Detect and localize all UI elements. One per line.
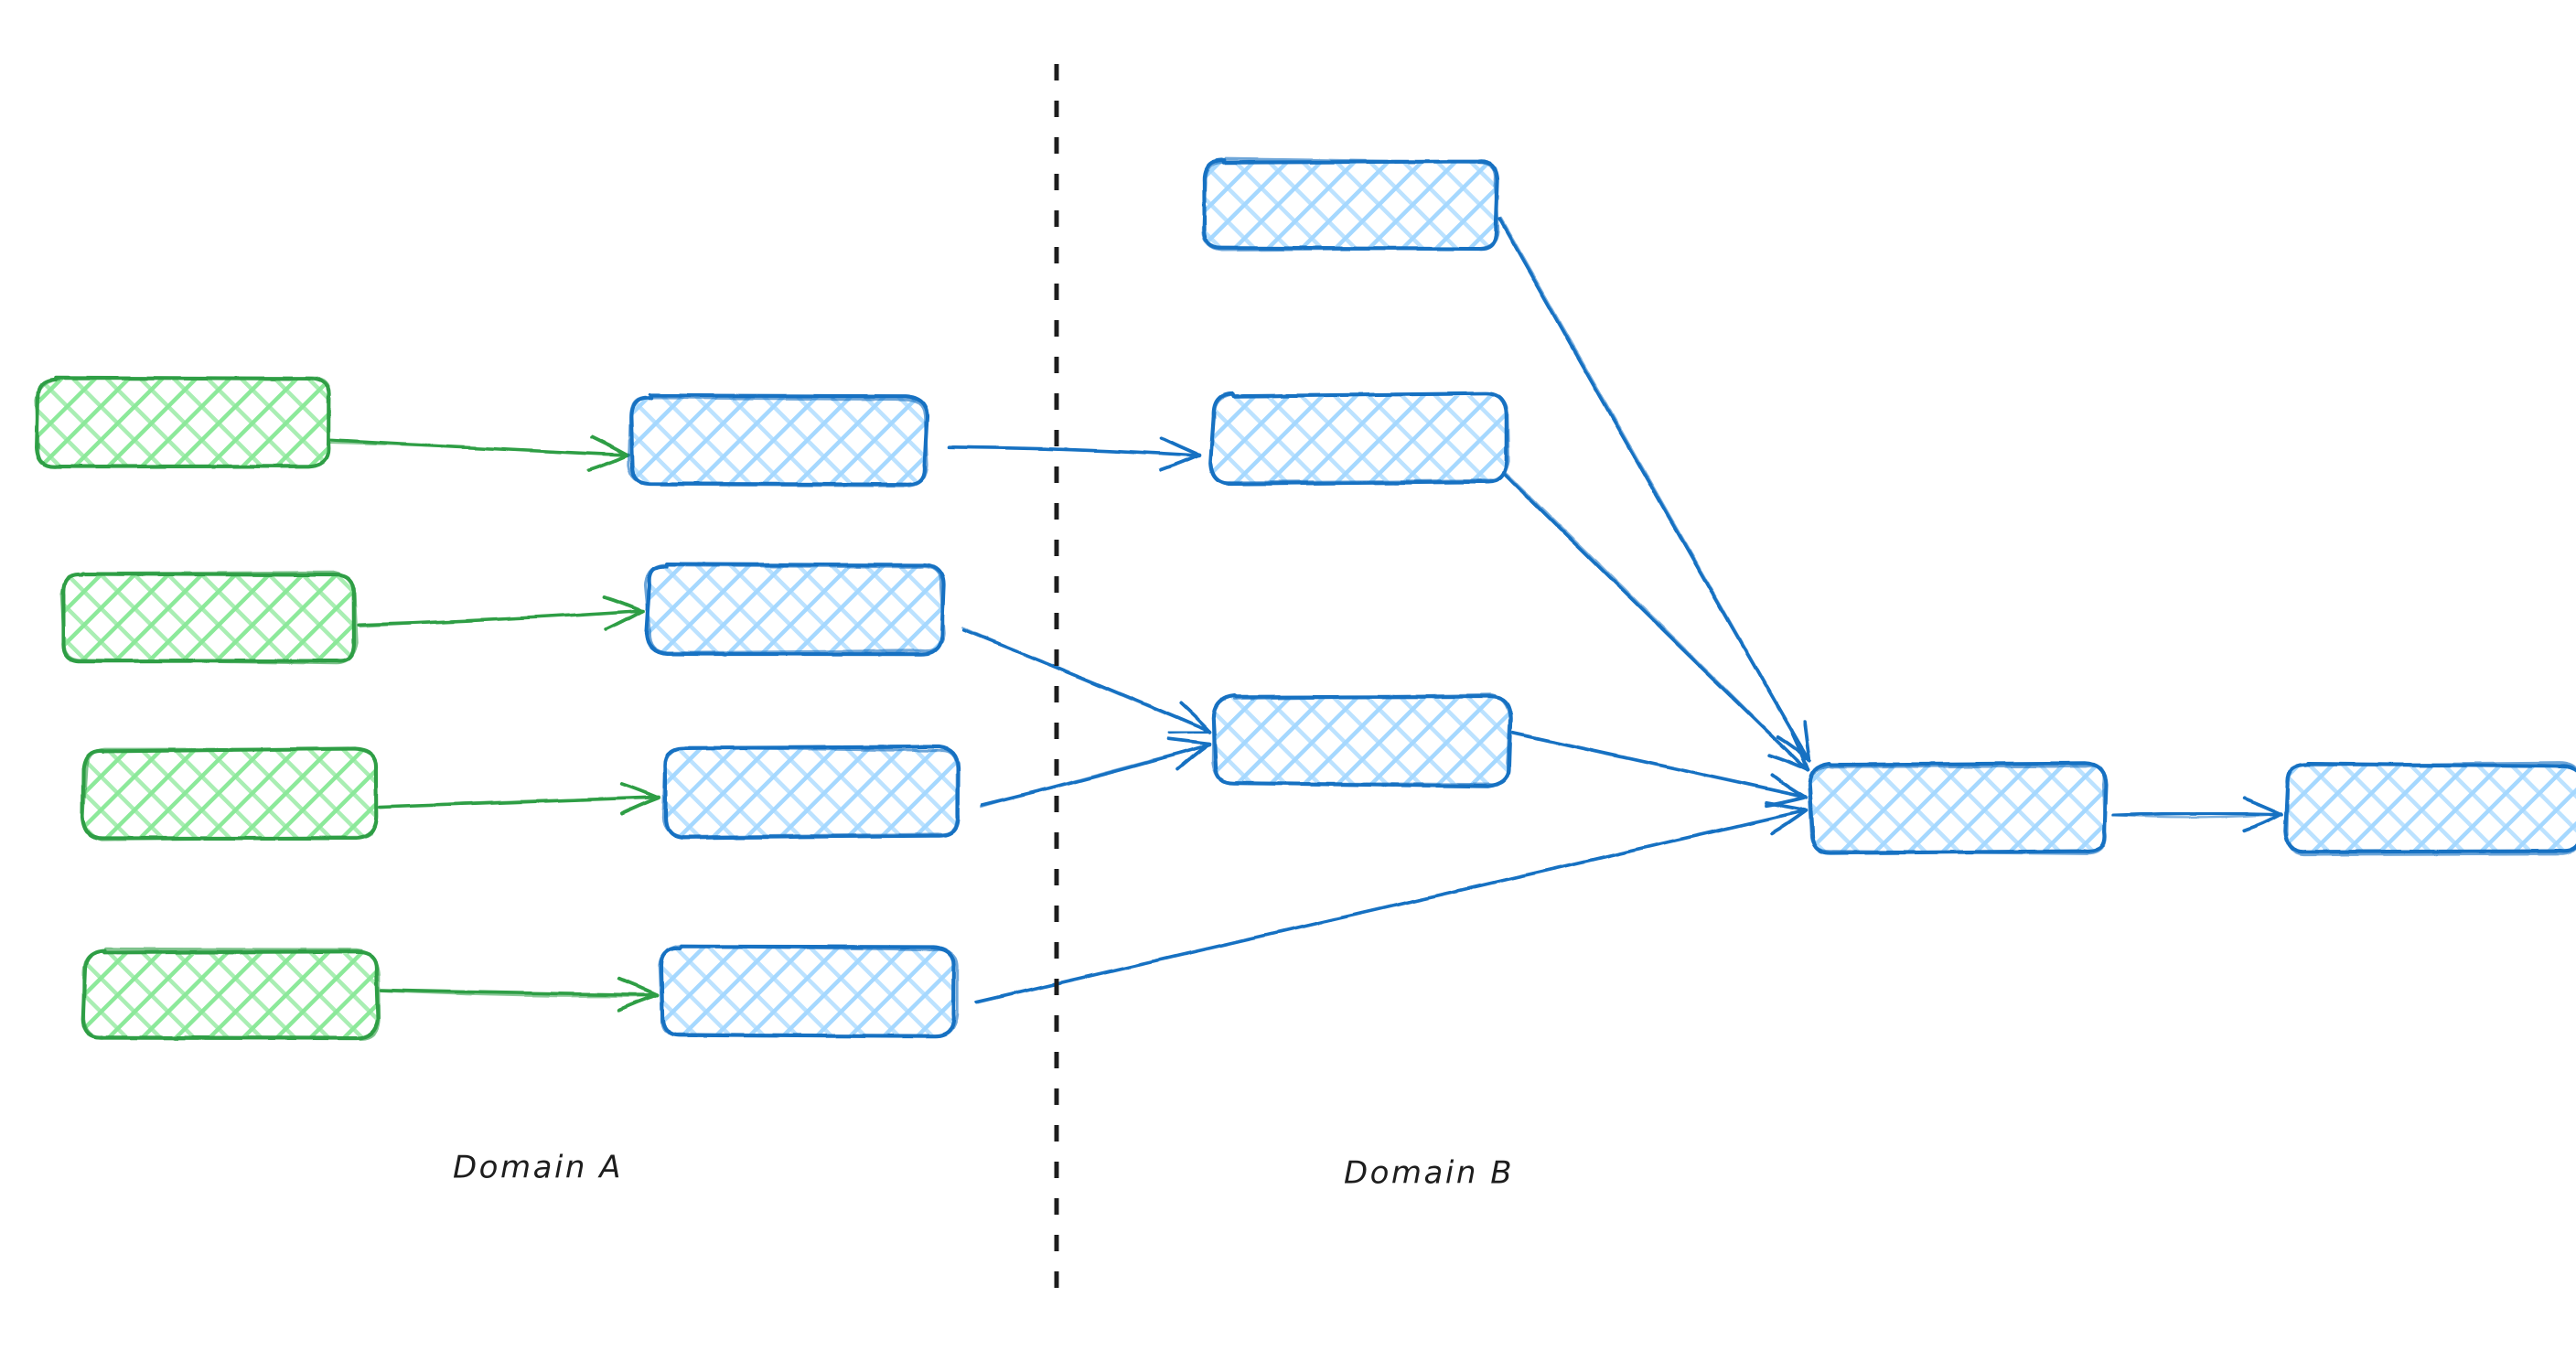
node-fill bbox=[61, 573, 356, 663]
edge-arrowhead bbox=[1159, 436, 1201, 457]
edge-b4-d1[interactable] bbox=[974, 801, 1809, 1004]
node-d1[interactable] bbox=[1807, 761, 2109, 855]
edge-b1-c2[interactable] bbox=[947, 436, 1201, 472]
node-outline bbox=[658, 945, 960, 1039]
edge-c3-d1[interactable] bbox=[1508, 731, 1809, 808]
edge-arrowhead bbox=[1770, 773, 1809, 800]
edge-c2-d1[interactable] bbox=[1498, 466, 1810, 772]
edge-arrowhead bbox=[589, 435, 629, 457]
node-fill bbox=[83, 950, 378, 1040]
node-fill bbox=[660, 947, 956, 1035]
node-e1[interactable] bbox=[2283, 761, 2576, 857]
node-fill bbox=[1202, 160, 1497, 249]
edge-d1-e1[interactable] bbox=[2111, 796, 2284, 832]
edge-arrowhead bbox=[2241, 811, 2283, 832]
node-outline bbox=[2285, 761, 2576, 857]
edge-arrowhead bbox=[1178, 702, 1212, 734]
edge-line bbox=[979, 744, 1211, 809]
node-outline bbox=[643, 563, 946, 655]
edge-line bbox=[359, 609, 644, 628]
node-outline bbox=[1807, 764, 2108, 855]
edge-line bbox=[961, 627, 1210, 734]
node-fill bbox=[1810, 764, 2106, 852]
edge-line bbox=[977, 809, 1807, 1004]
edge-arrowhead bbox=[1158, 453, 1201, 472]
edge-line bbox=[2113, 813, 2282, 819]
edge-arrowhead bbox=[617, 977, 659, 997]
edge-arrowhead bbox=[617, 993, 659, 1012]
edge-arrowhead bbox=[603, 595, 644, 613]
edge-a2-b2[interactable] bbox=[357, 595, 645, 631]
edge-a4-b4[interactable] bbox=[379, 977, 659, 1012]
edge-arrowhead bbox=[1790, 732, 1810, 772]
node-fill bbox=[83, 749, 378, 839]
node-outline bbox=[1201, 157, 1500, 252]
labels-layer: Domain A Domain B bbox=[453, 1150, 1514, 1192]
edge-arrowhead bbox=[1764, 795, 1808, 808]
node-outline bbox=[1209, 392, 1510, 485]
node-b4[interactable] bbox=[658, 944, 960, 1039]
edge-c1-d1[interactable] bbox=[1497, 217, 1811, 763]
edge-line bbox=[1499, 217, 1811, 763]
edge-line bbox=[328, 442, 630, 456]
edge-line bbox=[379, 797, 661, 809]
edge-arrowhead bbox=[1767, 753, 1810, 772]
edge-line bbox=[949, 445, 1201, 458]
domain-b-label: Domain B bbox=[1344, 1155, 1514, 1192]
node-fill bbox=[630, 396, 926, 486]
node-c2[interactable] bbox=[1208, 391, 1510, 487]
nodes-layer bbox=[34, 157, 2576, 1041]
edges-layer bbox=[328, 217, 2284, 1012]
edge-line bbox=[1508, 732, 1807, 799]
edge-arrowhead bbox=[1168, 730, 1212, 734]
node-outline bbox=[1211, 693, 1511, 787]
node-a4[interactable] bbox=[80, 947, 381, 1041]
domain-a-label: Domain A bbox=[453, 1150, 623, 1186]
node-fill bbox=[663, 747, 960, 837]
node-b3[interactable] bbox=[661, 745, 961, 840]
edge-line bbox=[1499, 466, 1809, 771]
edge-line bbox=[380, 990, 659, 998]
node-fill bbox=[647, 564, 943, 654]
edge-arrowhead bbox=[587, 454, 629, 472]
node-outline bbox=[81, 947, 381, 1041]
node-b2[interactable] bbox=[643, 562, 946, 657]
edge-arrowhead bbox=[1175, 742, 1211, 772]
edge-arrowhead bbox=[619, 782, 660, 800]
node-a1[interactable] bbox=[34, 375, 331, 469]
node-fill bbox=[37, 378, 330, 467]
node-fill bbox=[2286, 764, 2576, 853]
edge-line bbox=[2111, 811, 2284, 818]
edge-a3-b3[interactable] bbox=[378, 782, 661, 816]
node-outline bbox=[59, 571, 359, 665]
node-outline bbox=[644, 562, 946, 657]
edge-a1-b1[interactable] bbox=[328, 435, 630, 472]
edge-arrowhead bbox=[604, 608, 644, 631]
edge-arrowhead bbox=[1776, 735, 1811, 763]
node-fill bbox=[1214, 696, 1510, 785]
node-fill bbox=[1212, 394, 1508, 484]
edge-arrowhead bbox=[2242, 796, 2283, 817]
node-c3[interactable] bbox=[1211, 693, 1513, 788]
edge-arrowhead bbox=[620, 796, 661, 816]
node-a3[interactable] bbox=[80, 746, 379, 841]
edge-b2-c3[interactable] bbox=[961, 627, 1212, 734]
node-outline bbox=[661, 745, 959, 839]
node-outline bbox=[81, 747, 379, 841]
node-outline bbox=[627, 396, 929, 488]
edge-arrowhead bbox=[1770, 809, 1809, 835]
edge-arrowhead bbox=[1166, 737, 1212, 746]
node-c1[interactable] bbox=[1201, 157, 1500, 252]
edge-arrowhead bbox=[1802, 720, 1811, 763]
node-b1[interactable] bbox=[627, 393, 929, 488]
edge-line bbox=[379, 988, 659, 997]
edge-b3-c3[interactable] bbox=[979, 737, 1212, 809]
node-a2[interactable] bbox=[59, 571, 359, 665]
node-outline bbox=[34, 376, 331, 468]
